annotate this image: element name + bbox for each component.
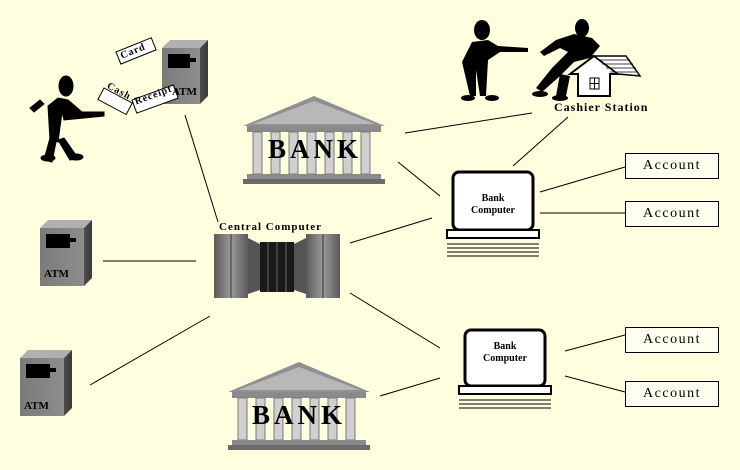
link-bankcomp2-account4	[564, 375, 626, 393]
account-box-1: Account	[625, 153, 719, 179]
customer-figure-icon	[29, 75, 105, 163]
central-computer-label: Central Computer	[219, 221, 323, 233]
link-bank1-cashier	[404, 112, 533, 134]
link-atm1-central	[184, 114, 219, 223]
atm-machine-bottom	[20, 350, 72, 416]
bank-computer-top-label-line2: Computer	[471, 205, 515, 216]
bank-label-bottom: BANK	[252, 400, 347, 430]
atm-machine-top	[162, 40, 208, 104]
link-bankcomp1-account1	[539, 166, 626, 193]
bank-computer-top-icon	[446, 170, 540, 257]
card-slip	[115, 37, 157, 65]
bank-computer-top-label: Bank Computer	[455, 193, 531, 217]
link-bank1-bankcomp1	[397, 161, 441, 197]
connection-lines	[89, 112, 626, 397]
receipt-slip	[131, 84, 179, 114]
bank-computer-bottom-label-line2: Computer	[483, 353, 527, 364]
bank-building-top	[243, 96, 385, 184]
bank-computer-bottom-label: Bank Computer	[467, 341, 543, 365]
atm-label-top: ATM	[172, 86, 197, 98]
bank-building-bottom	[228, 362, 370, 450]
cashier-station-label: Cashier Station	[554, 100, 649, 114]
atm-machine-middle	[40, 220, 92, 286]
link-cashier-bankcomp1	[512, 116, 569, 167]
cash-slip	[97, 87, 133, 116]
atm-label-middle: ATM	[44, 268, 69, 280]
atm-label-bottom: ATM	[24, 400, 49, 412]
bank-label-top: BANK	[268, 134, 363, 164]
bank-computer-bottom-label-line1: Bank	[493, 341, 517, 352]
bank-computer-top-label-line1: Bank	[481, 193, 505, 204]
link-bankcomp2-account3	[564, 334, 626, 352]
central-computer-icon	[214, 234, 340, 298]
house-icon	[567, 54, 642, 97]
cashier-station-figures-icon	[461, 19, 600, 101]
account-box-3: Account	[625, 327, 719, 353]
link-central-bankcomp2	[349, 292, 441, 349]
link-central-bankcomp1	[349, 217, 433, 244]
bank-computer-bottom-icon	[458, 328, 552, 409]
account-box-4: Account	[625, 381, 719, 407]
account-box-2: Account	[625, 201, 719, 227]
link-atm3-central	[89, 315, 211, 386]
link-bank2-bankcomp2	[379, 377, 441, 397]
